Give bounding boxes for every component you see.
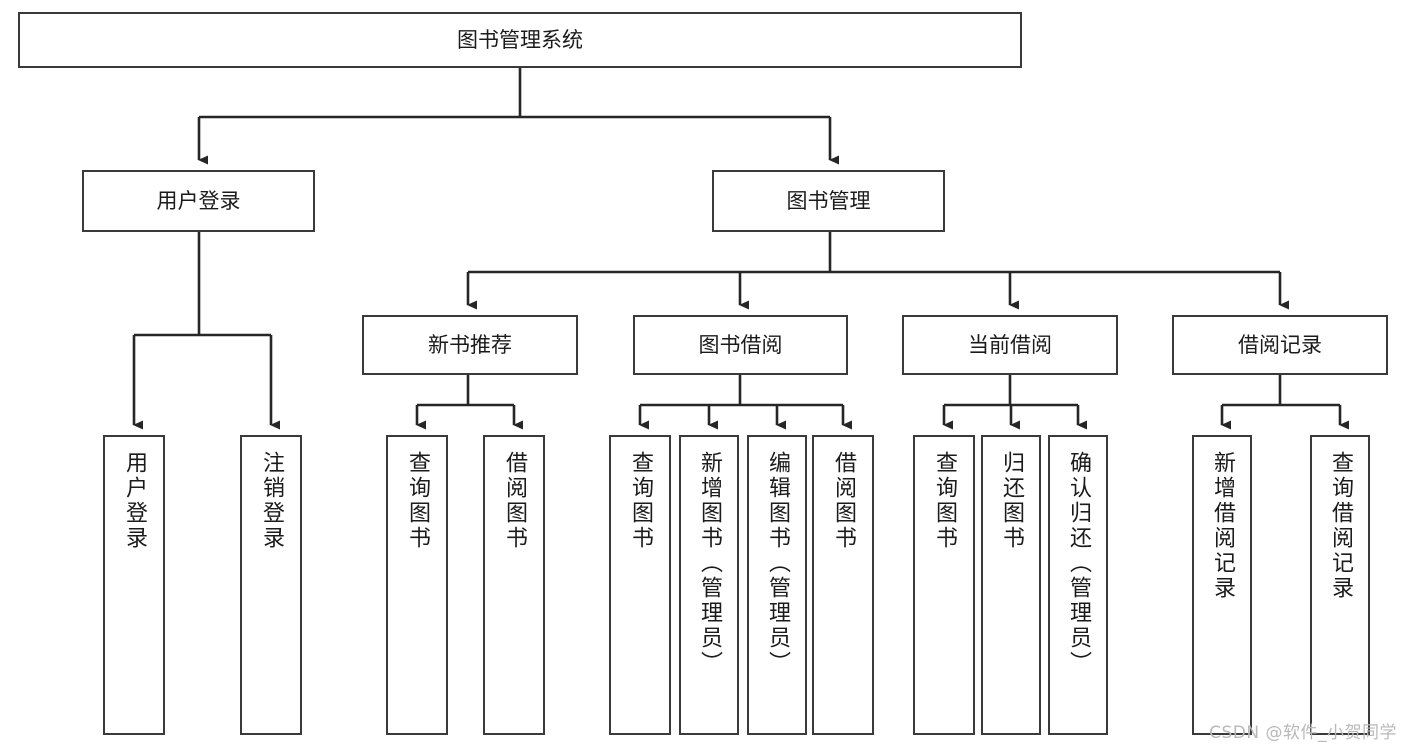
csdn-watermark: CSDN @软件_小贺同学 (1209, 723, 1397, 743)
node-label: 查询图书 (932, 451, 957, 551)
node-label: 归还图书 (999, 451, 1024, 551)
node-label: 查询图书 (405, 451, 430, 551)
node-root-library-system[interactable]: 图书管理系统 (18, 12, 1022, 68)
node-label: 新增图书（管理员） (697, 451, 722, 676)
leaf-current-confirm-return-admin[interactable]: 确认归还（管理员） (1048, 435, 1108, 735)
node-label: 新增借阅记录 (1210, 451, 1235, 601)
node-label: 确认归还（管理员） (1066, 451, 1091, 676)
node-label: 编辑图书（管理员） (765, 451, 790, 676)
leaf-borrow-query-book[interactable]: 查询图书 (609, 435, 671, 735)
leaf-records-add-record[interactable]: 新增借阅记录 (1192, 435, 1252, 735)
node-label: 新书推荐 (428, 332, 512, 357)
leaf-borrow-edit-book-admin[interactable]: 编辑图书（管理员） (747, 435, 807, 735)
node-new-book-recommend[interactable]: 新书推荐 (362, 315, 578, 375)
node-label: 查询图书 (628, 451, 653, 551)
node-label: 注销登录 (259, 451, 284, 551)
node-current-borrow[interactable]: 当前借阅 (902, 315, 1118, 375)
node-label: 借阅图书 (502, 451, 527, 551)
leaf-records-query-record[interactable]: 查询借阅记录 (1310, 435, 1370, 735)
node-label: 当前借阅 (968, 332, 1052, 357)
node-user-login[interactable]: 用户登录 (82, 170, 315, 232)
leaf-recommend-borrow-book[interactable]: 借阅图书 (483, 435, 545, 735)
leaf-recommend-query-book[interactable]: 查询图书 (386, 435, 448, 735)
node-book-borrow[interactable]: 图书借阅 (633, 315, 848, 375)
leaf-current-return-book[interactable]: 归还图书 (981, 435, 1041, 735)
node-label: 用户登录 (156, 188, 241, 213)
leaf-current-query-book[interactable]: 查询图书 (913, 435, 975, 735)
leaf-user-login-signin[interactable]: 用户登录 (103, 435, 165, 735)
node-label: 借阅记录 (1238, 332, 1322, 357)
node-label: 图书管理 (786, 188, 871, 213)
node-label: 图书借阅 (698, 332, 783, 357)
node-label: 借阅图书 (831, 451, 856, 551)
node-book-management[interactable]: 图书管理 (712, 170, 945, 232)
leaf-borrow-borrow-book[interactable]: 借阅图书 (812, 435, 874, 735)
leaf-user-login-signout[interactable]: 注销登录 (240, 435, 302, 735)
node-label: 图书管理系统 (457, 27, 583, 52)
node-label: 用户登录 (122, 451, 147, 551)
node-borrow-records[interactable]: 借阅记录 (1172, 315, 1388, 375)
leaf-borrow-add-book-admin[interactable]: 新增图书（管理员） (679, 435, 739, 735)
node-label: 查询借阅记录 (1328, 451, 1353, 601)
